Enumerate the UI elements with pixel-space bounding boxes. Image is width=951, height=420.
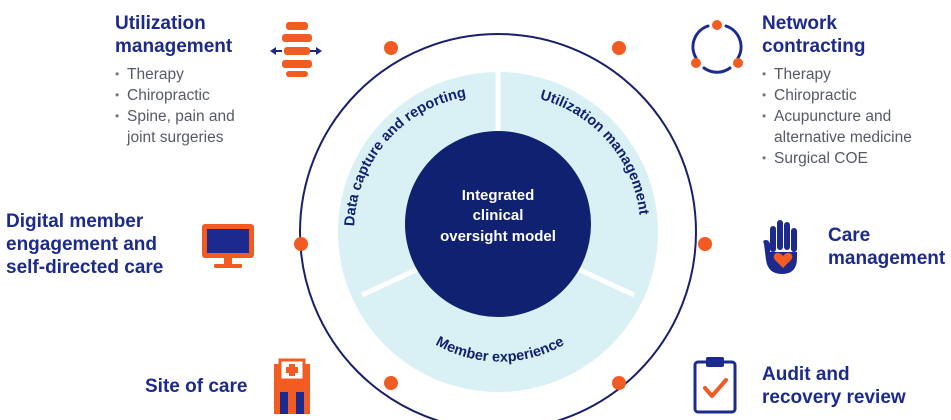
ring-dot	[612, 376, 626, 390]
ring-dot	[612, 41, 626, 55]
bullet-list: Therapy Chiropractic Spine, pain and joi…	[115, 64, 235, 148]
block-audit-recovery: Audit and recovery review	[762, 363, 906, 409]
hand-heart-icon	[763, 220, 797, 274]
block-title: Network contracting	[762, 13, 866, 57]
list-item: Surgical COE	[762, 148, 912, 169]
outer-ring	[299, 33, 697, 420]
ring-dot	[698, 237, 712, 251]
center-circle	[405, 131, 591, 317]
cycle-icon	[691, 20, 743, 74]
list-item: Therapy	[762, 64, 912, 85]
block-title: Care management	[828, 225, 946, 269]
block-digital-engagement: Digital member engagement and self-direc…	[6, 210, 163, 279]
hospital-icon	[274, 358, 310, 414]
block-site-of-care: Site of care	[145, 375, 247, 398]
center-text-2: clinical	[473, 207, 524, 224]
ring-dots	[294, 41, 712, 390]
block-title: Utilization management	[115, 13, 233, 57]
block-title: Audit and recovery review	[762, 364, 906, 408]
ring-dot	[294, 237, 308, 251]
block-network-contracting: Network contracting Therapy Chiropractic…	[762, 12, 912, 169]
list-item: Spine, pain and	[115, 106, 235, 127]
list-item: Acupuncture and	[762, 106, 912, 127]
bullet-list: Therapy Chiropractic Acupuncture and alt…	[762, 64, 912, 169]
block-utilization-management: Utilization management Therapy Chiroprac…	[115, 12, 235, 148]
list-item: Chiropractic	[762, 85, 912, 106]
list-item-continuation: alternative medicine	[774, 129, 912, 146]
block-title: Digital member engagement and self-direc…	[6, 211, 164, 278]
list-item: Chiropractic	[115, 85, 235, 106]
block-title: Site of care	[145, 376, 248, 397]
ring-dot	[384, 41, 398, 55]
list-item-continuation: joint surgeries	[127, 129, 224, 146]
ring-dot	[384, 376, 398, 390]
center-text-1: Integrated	[462, 187, 535, 204]
list-item: Therapy	[115, 64, 235, 85]
clipboard-check-icon	[693, 357, 737, 414]
monitor-icon	[202, 224, 254, 268]
block-care-management: Care management	[828, 224, 945, 270]
spine-icon	[270, 22, 322, 77]
center-text-3: oversight model	[440, 228, 556, 245]
